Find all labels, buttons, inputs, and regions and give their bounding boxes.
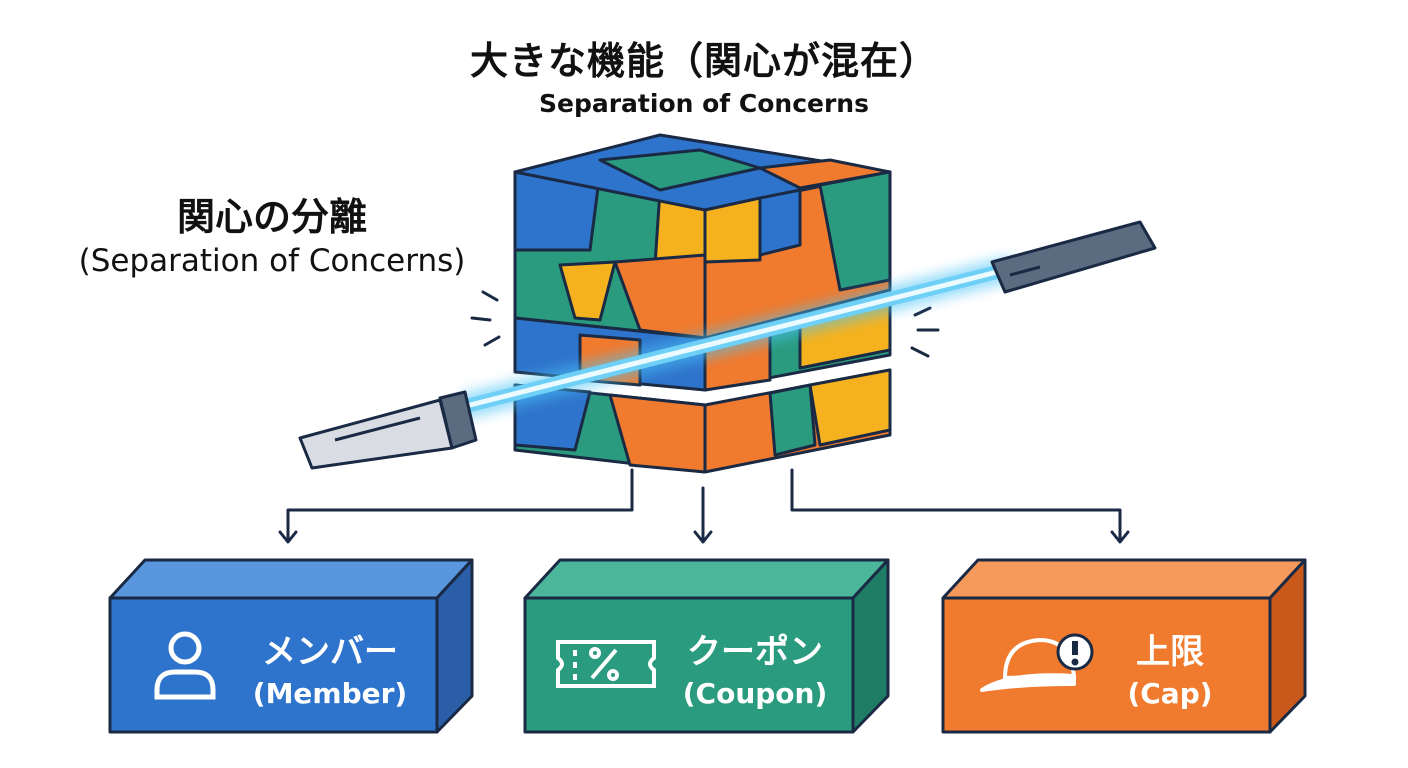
member-label-en: (Member)	[252, 677, 408, 710]
member-box	[108, 558, 474, 734]
cap-label-en: (Cap)	[1127, 677, 1213, 710]
sword-hilt-right	[990, 220, 1157, 294]
sword-hilt-left	[298, 390, 478, 470]
title-block: 大きな機能（関心が混在） Separation of Concerns	[0, 30, 1408, 118]
split-arrows	[278, 468, 1130, 544]
user-icon	[154, 631, 216, 700]
coupon-icon	[556, 640, 656, 688]
member-label: メンバー (Member)	[230, 624, 430, 710]
member-label-jp: メンバー	[262, 632, 398, 672]
coupon-box	[523, 558, 890, 734]
separation-label: 関心の分離 (Separation of Concerns)	[62, 186, 482, 279]
cap-label: 上限 (Cap)	[1100, 624, 1240, 710]
feature-cube	[513, 133, 892, 474]
laser-sword	[298, 220, 1157, 470]
cap-label-jp: 上限	[1136, 632, 1204, 672]
page-subtitle: Separation of Concerns	[539, 89, 869, 118]
coupon-label-en: (Coupon)	[682, 677, 828, 710]
alert-icon	[1071, 641, 1079, 666]
impact-marks	[470, 290, 940, 358]
separation-label-en: (Separation of Concerns)	[78, 243, 466, 279]
cap-box	[941, 558, 1307, 734]
coupon-label-jp: クーポン	[687, 632, 823, 672]
coupon-label: クーポン (Coupon)	[660, 624, 850, 710]
separation-label-jp: 関心の分離	[176, 195, 367, 239]
page-title: 大きな機能（関心が混在）	[469, 39, 938, 83]
